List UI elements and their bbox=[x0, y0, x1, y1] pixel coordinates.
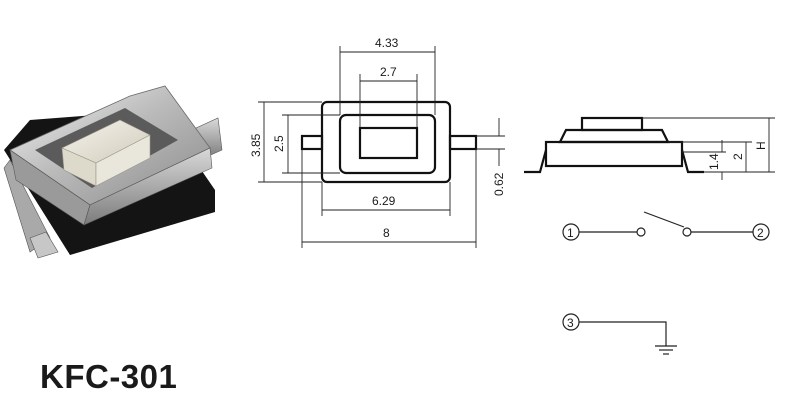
side-view-lead-right bbox=[680, 149, 704, 174]
schematic: 1 2 3 bbox=[562, 211, 770, 355]
side-view-actuator bbox=[580, 116, 644, 132]
terminal-2-label: 2 bbox=[757, 226, 764, 240]
top-view-actuator bbox=[358, 126, 419, 160]
dim-3.85: 3.85 bbox=[249, 133, 263, 157]
dim-2.7: 2.7 bbox=[380, 65, 397, 79]
switch-cover-side bbox=[83, 147, 213, 226]
dim-1.4: 1.4 bbox=[707, 153, 721, 170]
dim-H: H bbox=[754, 141, 768, 150]
ground-icon bbox=[655, 345, 677, 355]
terminal-3-label: 3 bbox=[567, 316, 574, 330]
dim-4.33: 4.33 bbox=[375, 36, 399, 50]
dim-0.62: 0.62 bbox=[492, 172, 506, 196]
side-view-body bbox=[544, 140, 684, 168]
terminal-1-label: 1 bbox=[567, 226, 574, 240]
top-view-inner-frame bbox=[338, 113, 437, 175]
dim-6.29: 6.29 bbox=[372, 194, 396, 208]
switch-terminal-left bbox=[3, 159, 51, 253]
top-view-terminal-right bbox=[448, 134, 478, 151]
side-view-shoulder bbox=[558, 128, 670, 144]
top-view-drawing: 4.33 2.7 6.29 8 3.85 2.5 0.62 bbox=[249, 36, 506, 248]
dim-2: 2 bbox=[731, 153, 745, 160]
dim-8: 8 bbox=[383, 226, 390, 240]
side-view-lead-left bbox=[524, 149, 548, 174]
switch-photo bbox=[3, 85, 223, 259]
switch-lever bbox=[643, 211, 685, 228]
model-title: KFC-301 bbox=[40, 358, 178, 395]
contact-left bbox=[636, 227, 646, 237]
top-view-terminal-left bbox=[300, 134, 324, 151]
contact-right bbox=[682, 227, 692, 237]
side-view-drawing: H 2 1.4 bbox=[524, 116, 775, 180]
dim-2.5: 2.5 bbox=[272, 135, 286, 152]
switch-pin-bottom bbox=[29, 231, 59, 259]
switch-actuator-side bbox=[95, 134, 151, 187]
terminal-2-circle bbox=[752, 223, 770, 241]
